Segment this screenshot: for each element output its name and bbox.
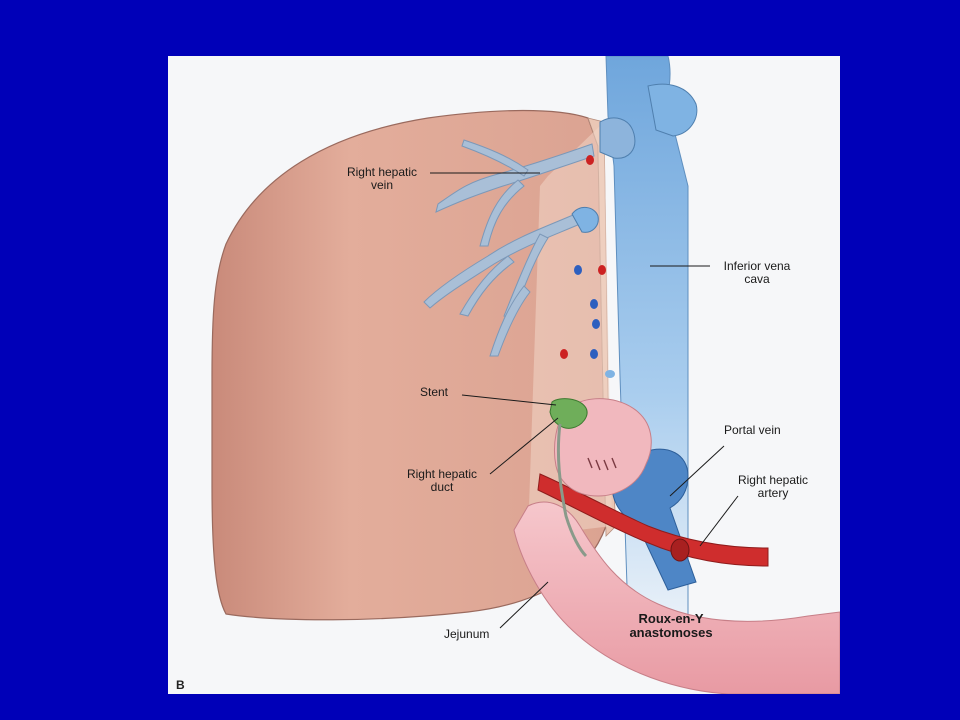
stent-tube [556, 423, 588, 558]
right-hepatic-artery-shape [537, 473, 769, 567]
label-inferior-vena-cava: Inferior vena cava [723, 259, 791, 286]
right-hepatic-vein-branches [423, 139, 595, 357]
hepatic-vein-stump-2 [571, 207, 599, 233]
artery-anastomosis [670, 538, 690, 562]
illustration-panel: Right hepatic vein Inferior vena cava St… [168, 56, 840, 694]
sutures [587, 457, 617, 471]
label-right-hepatic-vein: Right hepatic vein [346, 165, 418, 192]
stent-shape [549, 398, 588, 429]
vessel-ostia [560, 155, 615, 378]
ivc-upper-stump [647, 83, 698, 137]
label-stent: Stent [420, 385, 449, 399]
leader-lines [430, 172, 739, 629]
label-right-hepatic-artery: Right hepatic artery [737, 473, 809, 500]
jejunum-shape [513, 501, 840, 694]
label-jejunum: Jejunum [444, 627, 490, 641]
liver-shape [211, 109, 607, 621]
panel-letter: B [176, 678, 185, 692]
label-right-hepatic-duct: Right hepatic duct [406, 467, 478, 494]
liver-anatomy-diagram [211, 56, 840, 694]
label-roux-en-y-anastomoses: Roux-en-Y anastomoses [629, 611, 713, 640]
hepatic-vein-stump [599, 117, 636, 159]
label-portal-vein: Portal vein [724, 423, 781, 437]
